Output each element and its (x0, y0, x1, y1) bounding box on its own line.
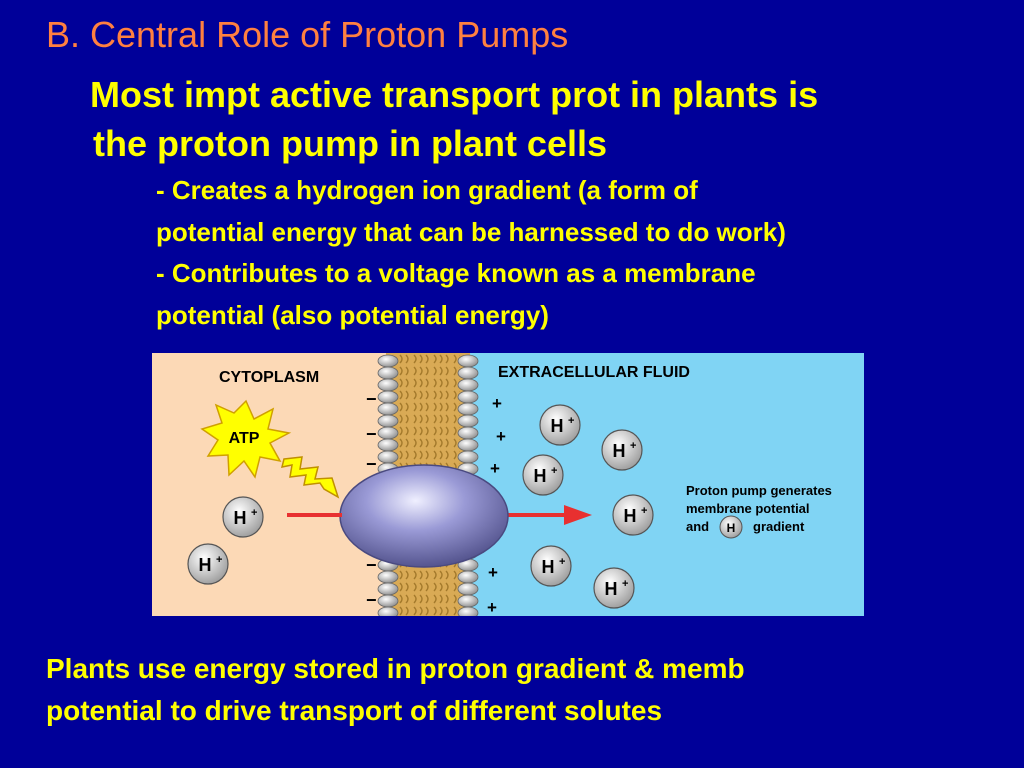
proton-label: H (605, 579, 618, 599)
lightning-bolt-icon (280, 456, 340, 499)
atp-label: ATP (229, 430, 260, 447)
bullet-item: - Contributes to a voltage known as a me… (156, 253, 1016, 336)
phospholipid-head (377, 366, 399, 380)
caption-line-3-gradient: gradient (753, 519, 805, 534)
proton-icon: H+ (522, 454, 564, 496)
proton-group: H+H+H+H+H+H+H+H+ (187, 404, 654, 609)
caption-proton-icon (719, 515, 743, 539)
footer-line-1: Plants use energy stored in proton gradi… (46, 653, 745, 684)
proton-label: H (199, 555, 212, 575)
bullet-2-line-2: potential (also potential energy) (156, 299, 549, 330)
phospholipid-head (457, 354, 479, 368)
footer-line-2: potential to drive transport of differen… (46, 695, 663, 726)
lead-line-2: the proton pump in plant cells (93, 123, 608, 164)
phospholipid-head (377, 606, 399, 616)
proton-icon: H+ (601, 429, 643, 471)
diagram-caption: Proton pump generates membrane potential… (686, 483, 832, 539)
phospholipid-head (377, 402, 399, 416)
phospholipid-head (377, 426, 399, 440)
proton-icon: H+ (539, 404, 581, 446)
minus-sign: − (366, 424, 377, 444)
minus-sign: − (366, 590, 377, 610)
plus-sign: + (490, 459, 500, 478)
lead-statement: Most impt active transport prot in plant… (90, 70, 990, 168)
proton-charge: + (630, 440, 636, 452)
proton-label: H (542, 557, 555, 577)
bullet-item: - Creates a hydrogen ion gradient (a for… (156, 170, 1016, 253)
plus-sign: + (492, 394, 502, 413)
positive-charges: + + + + + (487, 394, 506, 616)
proton-charge: + (641, 505, 647, 517)
lead-line-1: Most impt active transport prot in plant… (90, 74, 819, 115)
proton-label: H (624, 506, 637, 526)
proton-charge: + (559, 556, 565, 568)
phospholipid-head (377, 450, 399, 464)
footer-statement: Plants use energy stored in proton gradi… (46, 648, 996, 732)
bullet-1-line-1: - Creates a hydrogen ion gradient (a for… (156, 175, 698, 205)
phospholipid-head (377, 570, 399, 584)
phospholipid-head (377, 582, 399, 596)
phospholipid-head (457, 450, 479, 464)
proton-label: H (613, 441, 626, 461)
phospholipid-head (457, 414, 479, 428)
minus-sign: − (366, 454, 377, 474)
proton-pump-diagram: ATP CYTOPLASM EXTRACELLULAR FLUID − − − −− … (152, 353, 864, 616)
proton-icon: H+ (530, 545, 572, 587)
negative-charges: − − − − − (366, 389, 377, 610)
proton-icon: H+ (222, 496, 264, 538)
proton-icon: H+ (612, 494, 654, 536)
proton-charge: + (551, 465, 557, 477)
proton-charge: + (622, 578, 628, 590)
proton-pump-icon (339, 464, 509, 568)
phospholipid-heads-left (377, 354, 399, 616)
phospholipid-head (457, 594, 479, 608)
proton-label: H (534, 466, 547, 486)
phospholipid-head (377, 378, 399, 392)
caption-line-1: Proton pump generates (686, 483, 832, 498)
proton-icon: H+ (593, 567, 635, 609)
slide-title: B. Central Role of Proton Pumps (46, 14, 569, 55)
bullet-2-line-1: - Contributes to a voltage known as a me… (156, 258, 756, 288)
phospholipid-head (457, 378, 479, 392)
phospholipid-head (457, 606, 479, 616)
atp-starburst-icon: ATP (200, 399, 292, 479)
minus-sign: − (366, 555, 377, 575)
phospholipid-head (377, 438, 399, 452)
phospholipid-head (377, 354, 399, 368)
extracellular-label: EXTRACELLULAR FLUID (498, 364, 690, 381)
phospholipid-head (457, 390, 479, 404)
caption-proton-label: H (727, 521, 736, 535)
phospholipid-head (457, 426, 479, 440)
bullet-1-line-2: potential energy that can be harnessed t… (156, 216, 786, 247)
phospholipid-head (457, 438, 479, 452)
proton-label: H (551, 416, 564, 436)
proton-charge: + (216, 554, 222, 566)
cytoplasm-region (152, 353, 386, 616)
phospholipid-head (377, 390, 399, 404)
phospholipid-head (457, 366, 479, 380)
bullet-list: - Creates a hydrogen ion gradient (a for… (156, 170, 1016, 336)
proton-charge: + (568, 415, 574, 427)
proton-icon: H+ (187, 543, 229, 585)
cytoplasm-label: CYTOPLASM (219, 369, 319, 386)
caption-line-2: membrane potential (686, 501, 810, 516)
phospholipid-head (377, 594, 399, 608)
minus-sign: − (366, 389, 377, 409)
proton-charge: + (251, 507, 257, 519)
phospholipid-head (457, 570, 479, 584)
plus-sign: + (488, 563, 498, 582)
phospholipid-head (457, 582, 479, 596)
phospholipid-head (377, 414, 399, 428)
plus-sign: + (487, 598, 497, 616)
proton-label: H (234, 508, 247, 528)
plus-sign: + (496, 427, 506, 446)
caption-line-3-and: and (686, 519, 709, 534)
phospholipid-head (457, 402, 479, 416)
